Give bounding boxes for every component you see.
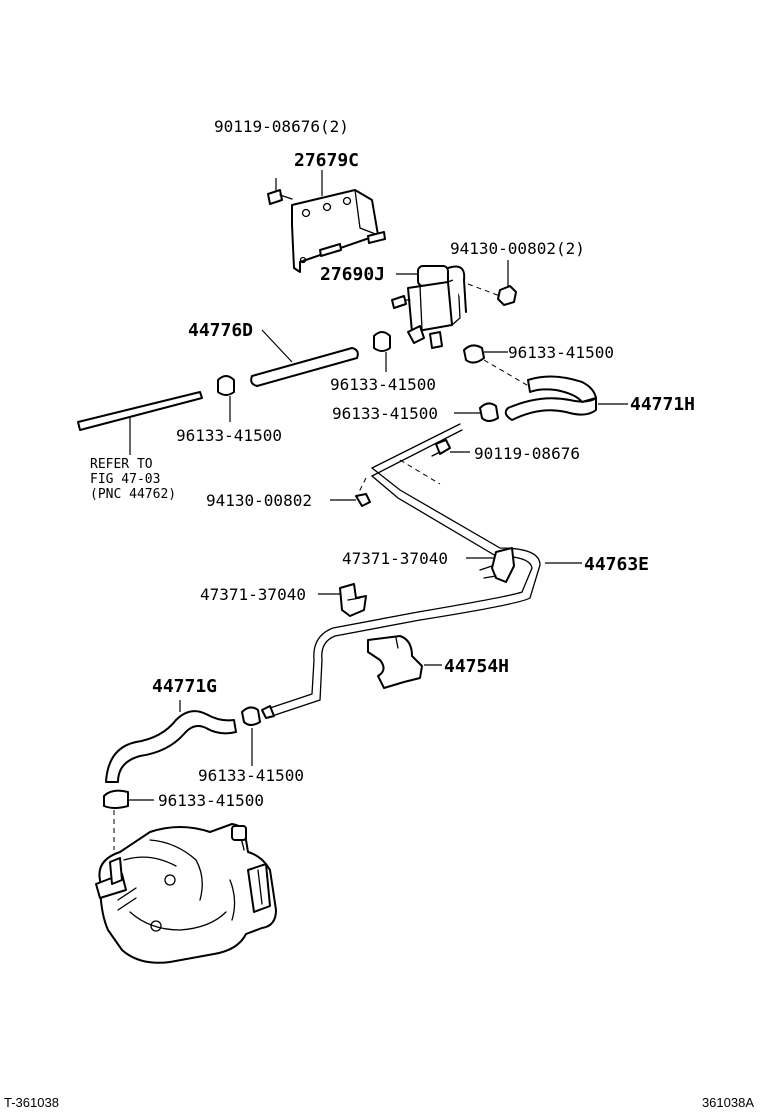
label-hose-44776d: 44776D	[188, 320, 253, 341]
nut-94130-top	[467, 283, 517, 306]
label-refer-line1: REFER TO	[90, 457, 153, 472]
footer-right-code: 361038A	[702, 1095, 754, 1110]
clamp-mid	[373, 331, 391, 372]
label-vsv: 27690J	[320, 264, 385, 285]
label-bolt-top: 90119-08676(2)	[214, 117, 349, 136]
label-hose-44771g: 44771G	[152, 676, 217, 697]
pipe-refer-fig	[77, 391, 203, 455]
bracket-27679c	[291, 189, 386, 273]
clip-47371-a	[466, 547, 515, 583]
engine-component	[95, 823, 277, 964]
label-clamp-right-a: 96133-41500	[508, 343, 614, 362]
label-bolt-mid: 90119-08676	[474, 444, 580, 463]
clamp-right-b	[454, 402, 499, 422]
label-nut-top: 94130-00802(2)	[450, 239, 585, 258]
nut-94130-mid	[330, 493, 371, 507]
label-bracket-44754h: 44754H	[444, 656, 509, 677]
pipe-44763e	[261, 423, 582, 719]
clamp-lower-b	[103, 789, 154, 850]
bolt-90119-top	[267, 189, 293, 205]
label-nut-mid: 94130-00802	[206, 491, 312, 510]
label-clamp-lower-b: 96133-41500	[158, 791, 264, 810]
label-clip-b: 47371-37040	[200, 585, 306, 604]
clamp-right-a	[463, 344, 533, 389]
label-clamp-left: 96133-41500	[176, 426, 282, 445]
label-clamp-right-b: 96133-41500	[332, 404, 438, 423]
clip-47371-b	[318, 583, 367, 617]
label-refer-line3: (PNC 44762)	[90, 487, 176, 502]
label-clamp-mid: 96133-41500	[330, 375, 436, 394]
bracket-44754h	[367, 635, 442, 689]
clamp-lower-a	[241, 706, 261, 766]
label-clip-a: 47371-37040	[342, 549, 448, 568]
hose-44771h	[504, 375, 628, 421]
hose-44771g	[105, 700, 237, 783]
footer-left-code: T-361038	[4, 1095, 59, 1110]
label-clamp-lower-a: 96133-41500	[198, 766, 304, 785]
label-hose-44771h: 44771H	[630, 394, 695, 415]
hose-44776d	[250, 347, 359, 387]
bolt-90119-mid	[399, 439, 470, 485]
clamp-left	[217, 375, 235, 422]
label-refer-line2: FIG 47-03	[90, 472, 160, 487]
label-pipe-44763e: 44763E	[584, 554, 649, 575]
label-bracket-top: 27679C	[294, 150, 359, 171]
vsv-27690j	[391, 265, 467, 349]
